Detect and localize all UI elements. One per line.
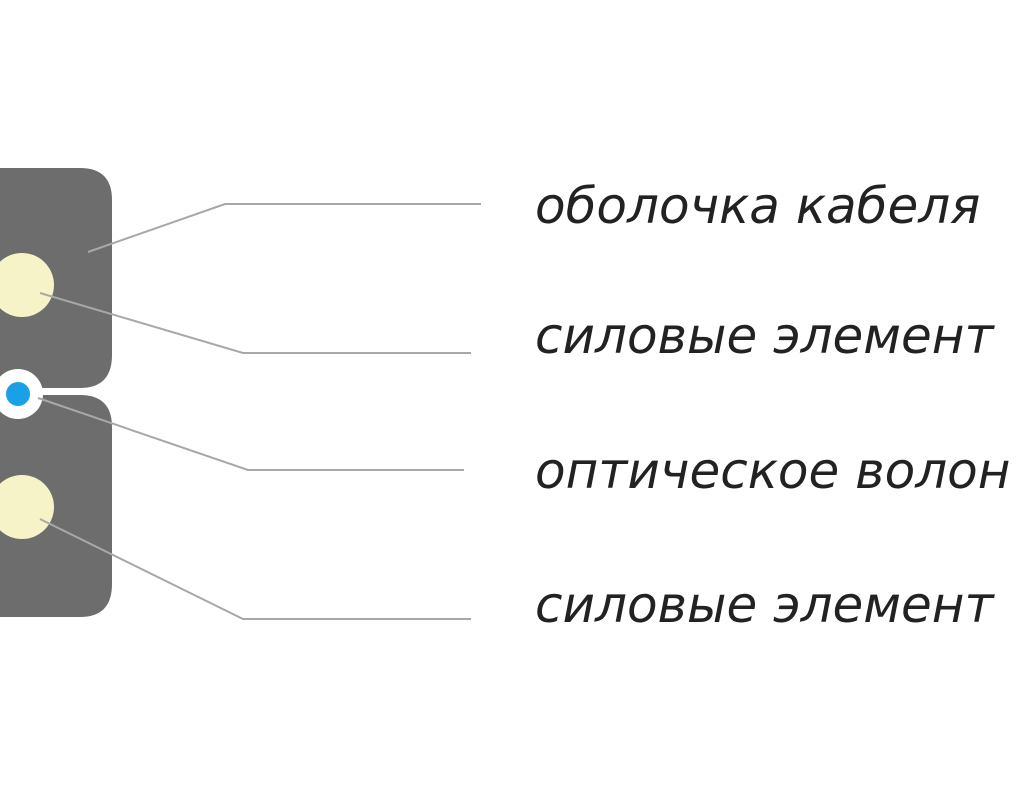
leader-line-strength-top	[39, 292, 471, 354]
leader-line-sheath	[87, 203, 481, 253]
label-strength-members-bottom: силовые элемент	[535, 576, 994, 634]
leader-line-strength-bottom	[39, 518, 471, 620]
optical-fiber-core	[6, 382, 30, 406]
cable-sheath-upper	[0, 168, 112, 388]
strength-member-top	[0, 253, 54, 317]
cable-sheath-lower	[0, 395, 112, 617]
strength-member-bottom	[0, 475, 54, 539]
leader-line-fiber	[37, 397, 464, 471]
label-strength-members-top: силовые элемент	[535, 307, 994, 365]
label-cable-sheath: оболочка кабеля	[535, 177, 981, 235]
label-optical-fiber: оптическое волон	[535, 442, 1011, 500]
